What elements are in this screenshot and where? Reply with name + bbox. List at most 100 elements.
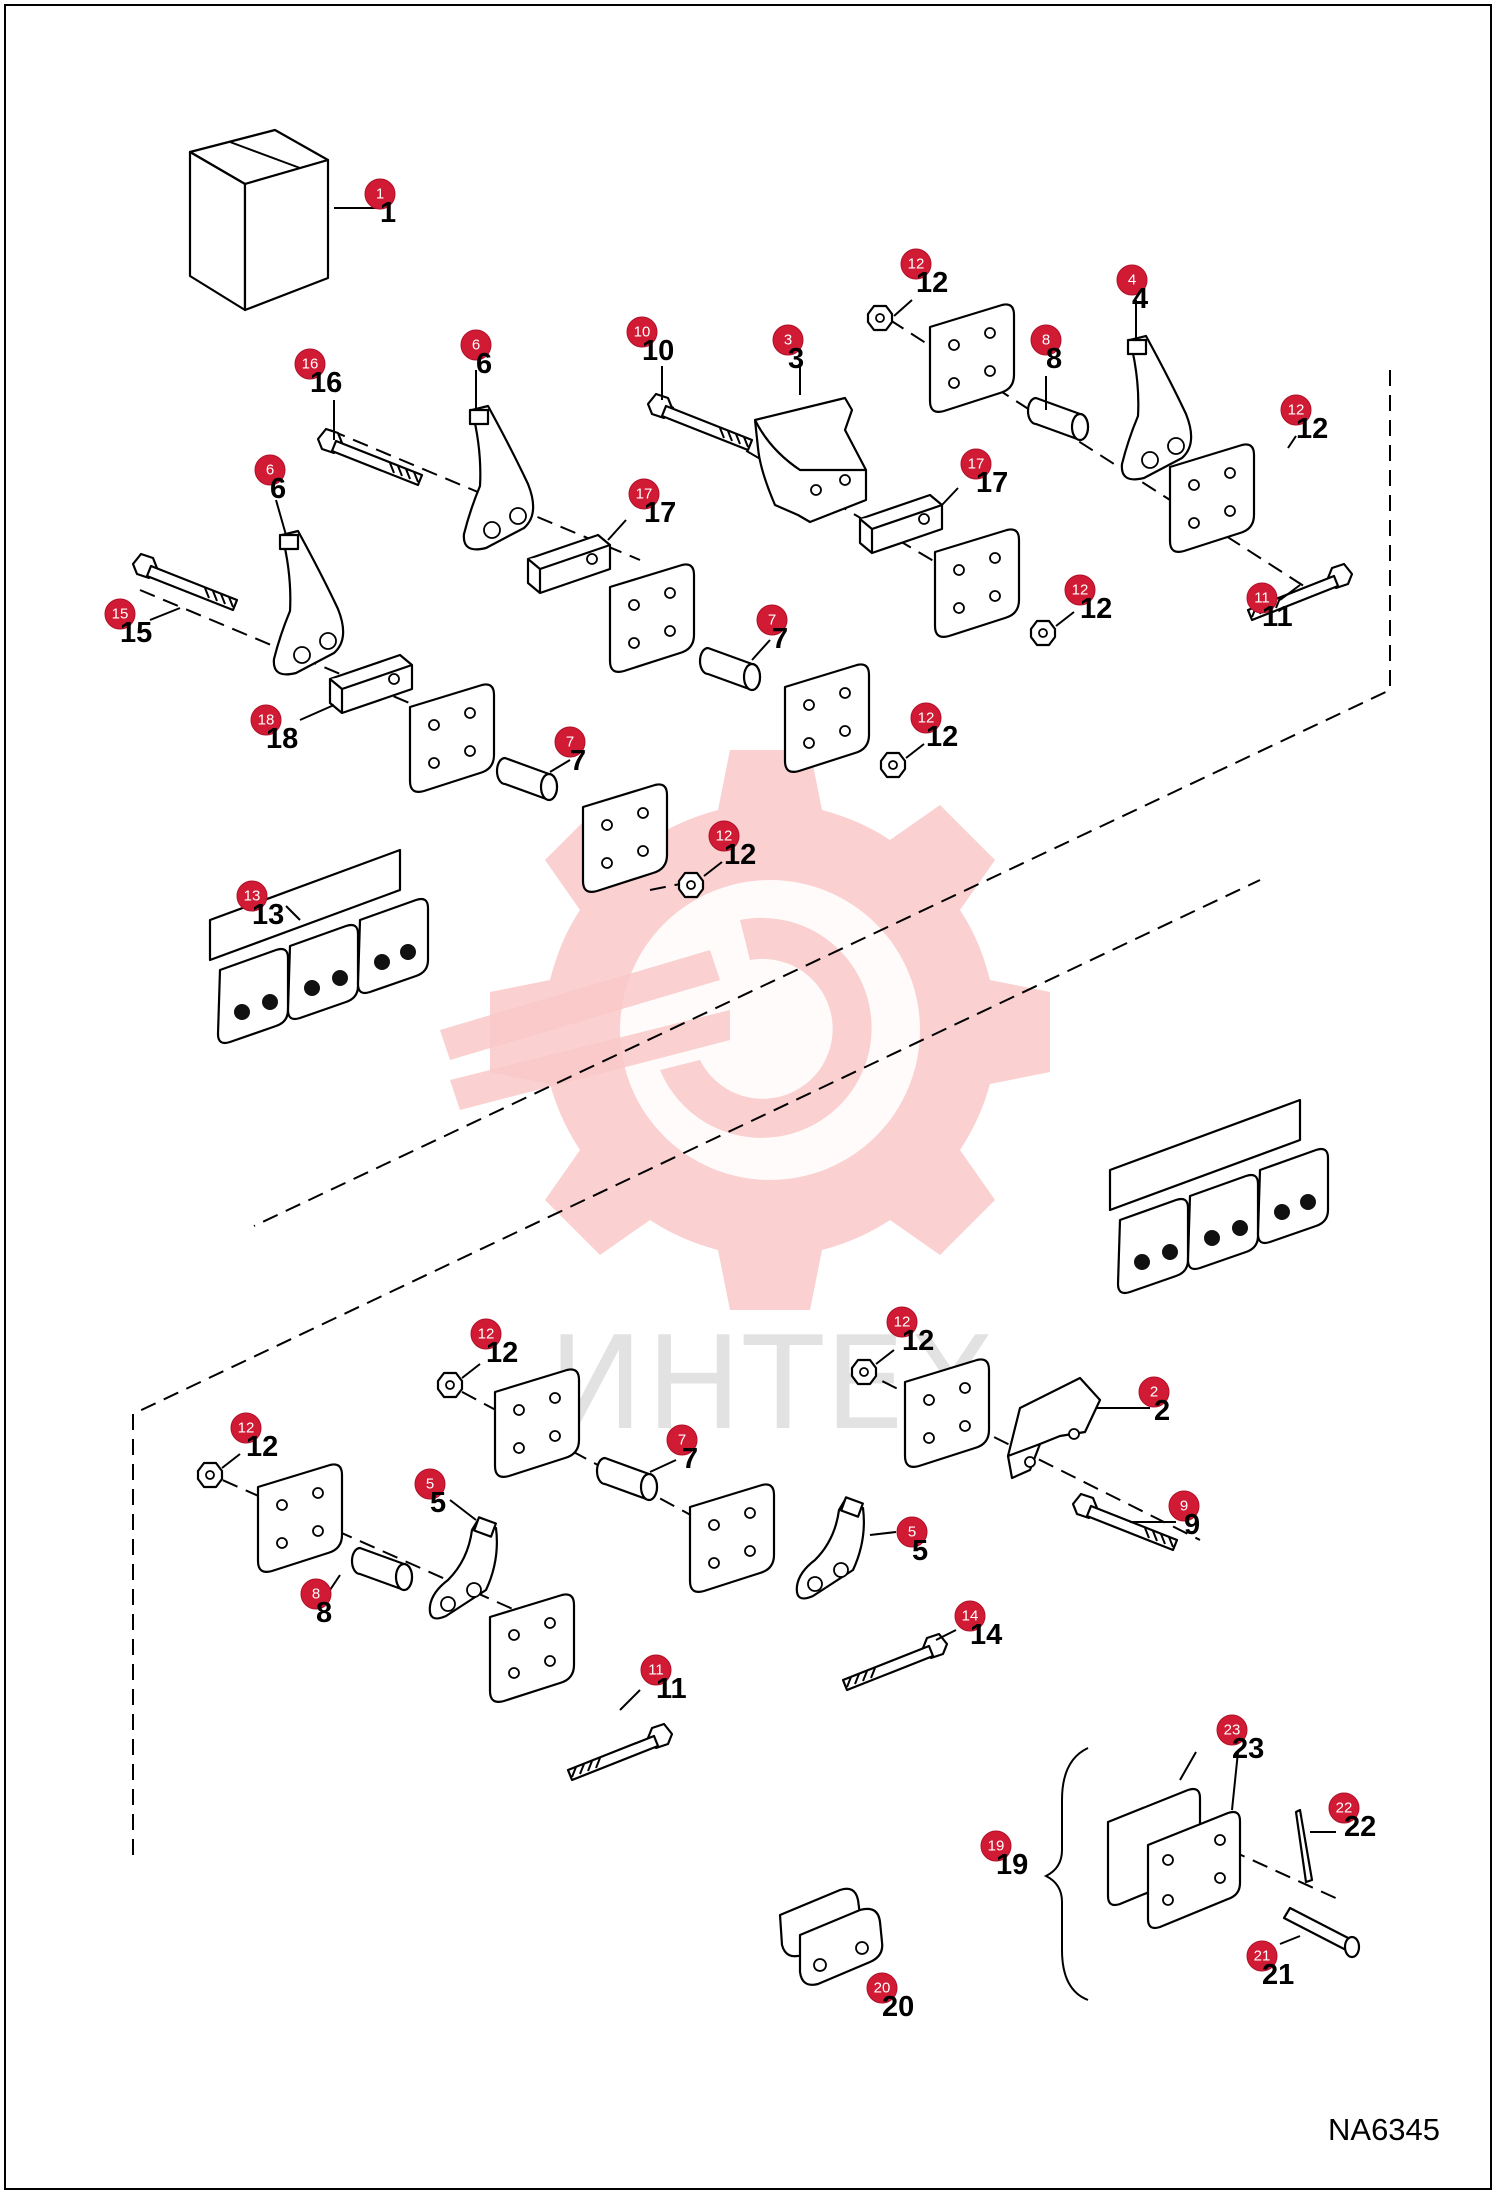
svg-text:12: 12: [926, 721, 958, 753]
svg-text:9: 9: [1180, 1498, 1188, 1515]
svg-text:7: 7: [570, 745, 586, 777]
bolt: [566, 1722, 674, 1782]
upper-group-boundary: [253, 370, 1391, 1227]
svg-text:21: 21: [1262, 1959, 1294, 1991]
bushing: [595, 1456, 659, 1502]
svg-text:16: 16: [302, 356, 319, 373]
link-plate: [493, 1368, 581, 1478]
svg-text:12: 12: [724, 839, 756, 871]
spacer-block: [328, 653, 414, 715]
svg-text:5: 5: [430, 1487, 446, 1519]
low-cam-attachment: [795, 1496, 865, 1600]
svg-text:9: 9: [1184, 1509, 1200, 1541]
svg-text:13: 13: [244, 888, 261, 905]
spacer-block: [858, 493, 944, 555]
kit-box: [188, 128, 330, 312]
svg-text:13: 13: [252, 899, 284, 931]
svg-text:8: 8: [316, 1597, 332, 1629]
hex-nut: [677, 871, 705, 899]
callout-8-bottom: 88: [300, 1574, 341, 1629]
cam-attachment: [272, 529, 345, 676]
svg-text:12: 12: [1072, 582, 1089, 599]
link-plate: [608, 563, 696, 673]
link-plate: [783, 663, 871, 773]
svg-text:10: 10: [642, 335, 674, 367]
svg-text:8: 8: [312, 1586, 320, 1603]
roller-chain-lower: [1108, 1098, 1330, 1295]
link-plate: [928, 303, 1016, 413]
svg-text:8: 8: [1046, 343, 1062, 375]
svg-text:11: 11: [648, 1662, 664, 1679]
link-plate: [488, 1593, 576, 1703]
callout-7-mid: 77: [751, 604, 788, 661]
svg-text:17: 17: [968, 456, 985, 473]
hex-nut: [1029, 619, 1057, 647]
watermark-gear-logo: [440, 750, 1050, 1310]
hex-nut: [850, 1358, 878, 1386]
callout-5-left: 55: [414, 1468, 477, 1521]
svg-text:1: 1: [380, 197, 396, 229]
callout-4: 44: [1116, 264, 1148, 340]
svg-text:4: 4: [1132, 283, 1148, 315]
svg-text:17: 17: [976, 467, 1008, 499]
svg-text:14: 14: [962, 1608, 979, 1625]
hex-nut: [866, 304, 894, 332]
svg-text:12: 12: [246, 1431, 278, 1463]
svg-text:10: 10: [634, 324, 651, 341]
svg-text:7: 7: [768, 612, 776, 629]
svg-text:17: 17: [636, 486, 653, 503]
svg-text:7: 7: [678, 1432, 686, 1449]
bolt: [646, 392, 754, 452]
callout-6-top: 66: [460, 329, 492, 410]
callout-2: 22: [1096, 1376, 1170, 1427]
callout-9: 99: [1130, 1490, 1200, 1541]
svg-text:8: 8: [1042, 332, 1050, 349]
callout-8-top: 88: [1030, 324, 1062, 410]
svg-text:12: 12: [1288, 402, 1305, 419]
svg-text:12: 12: [894, 1314, 911, 1331]
svg-text:19: 19: [996, 1849, 1028, 1881]
svg-text:15: 15: [112, 606, 129, 623]
spacer-block: [526, 533, 612, 595]
bushing: [1026, 396, 1090, 442]
cam-attachment: [462, 404, 535, 551]
callout-1: 11: [334, 178, 396, 229]
svg-text:2: 2: [1150, 1384, 1158, 1401]
svg-text:7: 7: [566, 734, 574, 751]
svg-text:12: 12: [918, 710, 935, 727]
callout-7-low: 77: [549, 726, 586, 777]
svg-text:19: 19: [988, 1838, 1005, 1855]
bushing: [350, 1546, 414, 1592]
svg-text:6: 6: [270, 473, 286, 505]
offset-link-kit: [1043, 1747, 1361, 2001]
svg-text:11: 11: [1254, 590, 1270, 607]
svg-text:7: 7: [682, 1443, 698, 1475]
svg-text:22: 22: [1344, 1811, 1376, 1843]
svg-text:1: 1: [376, 186, 384, 203]
svg-text:12: 12: [478, 1326, 495, 1343]
callout-5-right: 55: [869, 1516, 928, 1567]
svg-text:11: 11: [1262, 601, 1293, 633]
svg-text:6: 6: [472, 337, 480, 354]
drawing-code: NA6345: [1328, 2112, 1441, 2147]
svg-text:6: 6: [476, 348, 492, 380]
bracket: [753, 396, 868, 524]
